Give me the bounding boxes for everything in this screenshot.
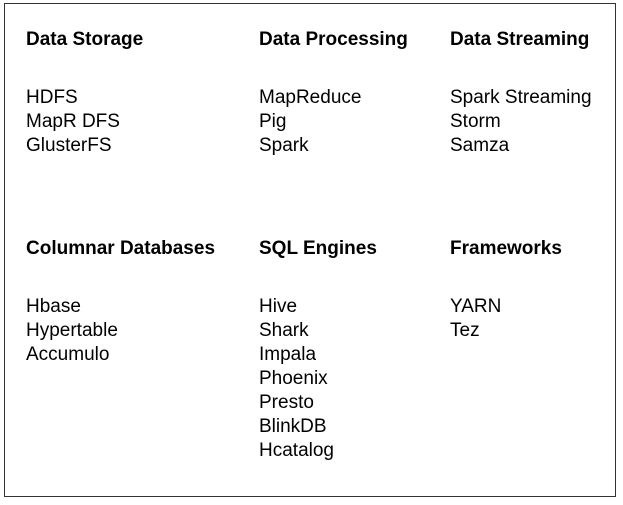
category-data-streaming: Data Streaming Spark Streaming Storm Sam… <box>450 28 592 158</box>
list-item: Samza <box>450 135 510 156</box>
category-data-processing: Data Processing MapReduce Pig Spark <box>259 28 408 158</box>
category-frameworks: Frameworks YARN Tez <box>450 237 562 343</box>
list-item: MapReduce <box>259 87 362 108</box>
list-item: Impala <box>259 344 317 365</box>
category-title: Frameworks <box>450 238 562 259</box>
list-item: Accumulo <box>26 344 110 365</box>
list-item: Phoenix <box>259 368 328 389</box>
category-item-list: HDFS MapR DFS GlusterFS <box>26 86 143 158</box>
category-item-list: Spark Streaming Storm Samza <box>450 86 592 158</box>
list-item: Spark <box>259 135 309 156</box>
list-item: YARN <box>450 296 502 317</box>
category-title: Data Processing <box>259 29 408 50</box>
list-item: Tez <box>450 320 480 341</box>
list-item: Shark <box>259 320 309 341</box>
list-item: Hcatalog <box>259 440 334 461</box>
list-item: Storm <box>450 111 501 132</box>
category-item-list: Hive Shark Impala Phoenix Presto BlinkDB… <box>259 295 377 463</box>
category-title: Columnar Databases <box>26 238 216 259</box>
list-item: Spark Streaming <box>450 87 592 108</box>
category-title: Data Streaming <box>450 29 590 50</box>
list-item: Presto <box>259 392 314 413</box>
list-item: Hypertable <box>26 320 118 341</box>
category-data-storage: Data Storage HDFS MapR DFS GlusterFS <box>26 28 143 158</box>
category-item-list: MapReduce Pig Spark <box>259 86 408 158</box>
list-item: HDFS <box>26 87 78 108</box>
list-item: Hive <box>259 296 298 317</box>
category-columnar-databases: Columnar Databases Hbase Hypertable Accu… <box>26 237 215 367</box>
list-item: Hbase <box>26 296 81 317</box>
list-item: Pig <box>259 111 287 132</box>
category-title: SQL Engines <box>259 238 377 259</box>
category-title: Data Storage <box>26 29 144 50</box>
diagram-frame: Data Storage HDFS MapR DFS GlusterFS Dat… <box>4 3 616 497</box>
category-item-list: Hbase Hypertable Accumulo <box>26 295 215 367</box>
category-item-list: YARN Tez <box>450 295 562 343</box>
list-item: MapR DFS <box>26 111 120 132</box>
category-sql-engines: SQL Engines Hive Shark Impala Phoenix Pr… <box>259 237 377 463</box>
list-item: BlinkDB <box>259 416 327 437</box>
list-item: GlusterFS <box>26 135 112 156</box>
